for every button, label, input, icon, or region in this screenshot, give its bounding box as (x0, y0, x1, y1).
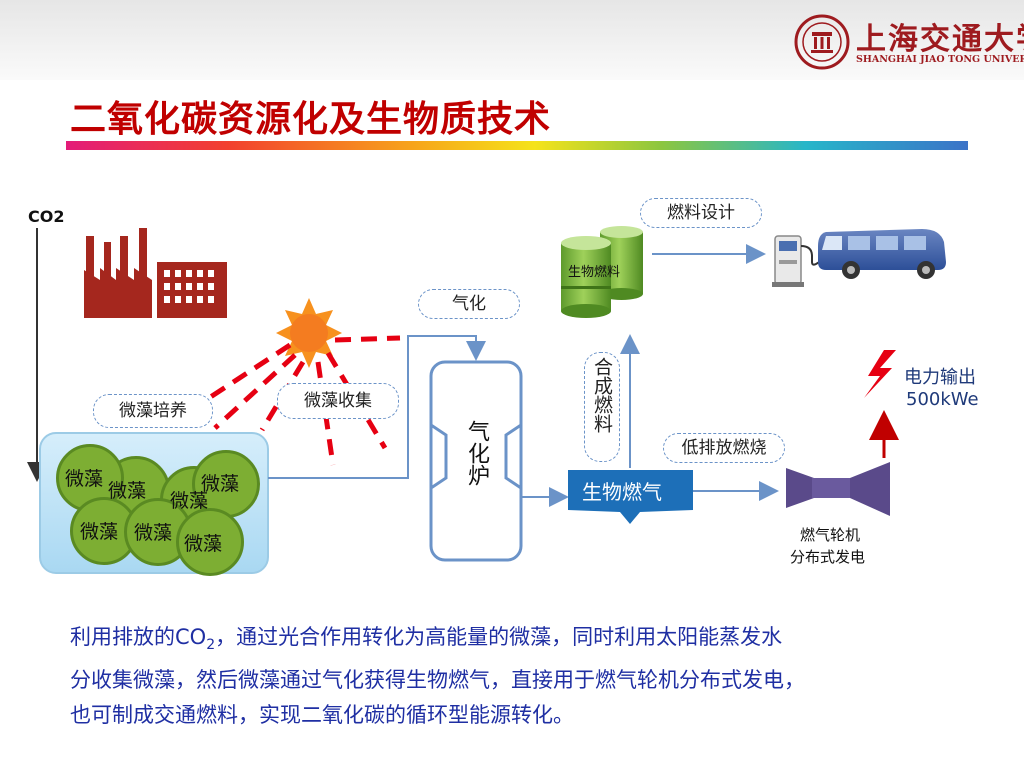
gasifier-label: 气化炉 (464, 420, 489, 486)
algae-cell-label: 微藻 (134, 522, 173, 544)
tag-fuel-design: 燃料设计 (640, 198, 762, 228)
header-band (0, 0, 1024, 80)
vehicle-icon (818, 229, 946, 279)
co2-label: CO2 (28, 207, 65, 226)
pond-to-gasifier-line (268, 335, 486, 479)
algae-cell (176, 508, 244, 576)
page-title: 二氧化碳资源化及生物质技术 (70, 99, 552, 140)
turbine-label: 燃气轮机 (800, 526, 861, 544)
university-name-en: SHANGHAI JIAO TONG UNIVERSITY (856, 54, 1024, 65)
tag-low-emission-combustion: 低排放燃烧 (663, 433, 785, 463)
biofuel-barrels-icon (561, 226, 643, 318)
university-name-cn: 上海交通大学 (856, 22, 1024, 57)
sun-icon (276, 298, 342, 368)
gasifier-right-inlet (504, 423, 522, 490)
algae-cell-label: 微藻 (201, 473, 240, 495)
tag-gasification: 气化 (418, 289, 520, 319)
biogas-label: 生物燃气 (582, 480, 662, 504)
description-line-1: 利用排放的CO2，通过光合作用转化为高能量的微藻，同时利用太阳能蒸发水 (70, 625, 783, 654)
fuel-pump-icon (772, 235, 827, 287)
gasifier-vessel (429, 360, 523, 562)
tag-microalgae-culture: 微藻培养 (93, 394, 213, 428)
algae-cell-label: 微藻 (80, 521, 119, 543)
university-seal-icon (794, 14, 850, 70)
title-underline-bar (66, 141, 968, 150)
algae-cell-label: 微藻 (65, 468, 104, 490)
description-text: 利用排放的CO2，通过光合作用转化为高能量的微藻，同时利用太阳能蒸发水 分收集微… (70, 620, 970, 733)
biogas-banner (568, 470, 693, 524)
turbine-sublabel: 分布式发电 (790, 548, 866, 566)
tag-synthetic-fuel: 合成燃料 (584, 352, 620, 462)
algae-cell-label: 微藻 (108, 480, 147, 502)
tag-microalgae-harvest: 微藻收集 (277, 383, 399, 419)
description-line-2: 分收集微藻，然后微藻通过气化获得生物燃气，直接用于燃气轮机分布式发电， (70, 668, 805, 693)
algae-cell-label: 微藻 (184, 533, 223, 555)
power-output-value: 500kWe (906, 389, 979, 410)
algae-cell-label: 微藻 (170, 490, 209, 512)
gasifier-left-inlet (430, 423, 448, 490)
biofuel-label: 生物燃料 (568, 265, 621, 280)
description-line-3: 也可制成交通燃料，实现二氧化碳的循环型能源转化。 (70, 703, 574, 728)
lightning-icon (864, 350, 896, 398)
power-output-title: 电力输出 (904, 367, 976, 388)
gas-turbine-icon (786, 462, 890, 516)
